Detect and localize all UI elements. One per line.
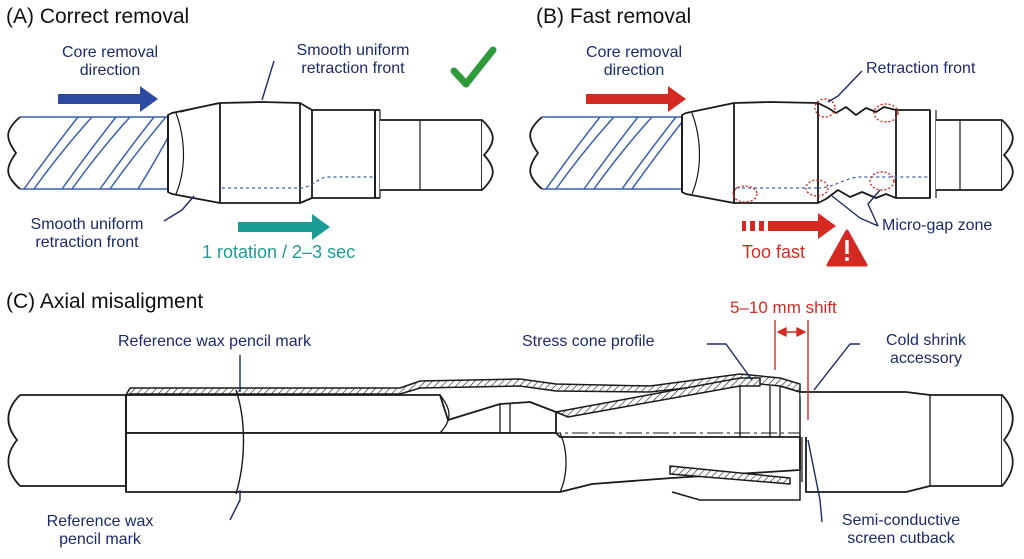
front-label-top-a: Smooth uniform retraction front bbox=[296, 42, 410, 77]
core-direction-arrow-a bbox=[58, 86, 158, 112]
cold-shrink-sleeve-c bbox=[125, 373, 801, 501]
accessory-label: Cold shrink accessory bbox=[885, 332, 967, 367]
shift-label: 5–10 mm shift bbox=[730, 298, 837, 317]
panel-a-correct-removal bbox=[7, 46, 497, 240]
too-fast-arrow bbox=[742, 213, 836, 239]
panel-c-axial-misalignment bbox=[7, 320, 1014, 523]
rotation-arrow-a bbox=[238, 214, 330, 240]
speed-label: 1 rotation / 2–3 sec bbox=[202, 242, 356, 262]
front-label-bottom-a: Smooth uniform retraction front bbox=[30, 216, 144, 251]
ref-mark-label-top: Reference wax pencil mark bbox=[118, 333, 311, 350]
cable-core-a bbox=[7, 116, 172, 190]
check-icon bbox=[450, 46, 497, 88]
panel-a-title: (A) Correct removal bbox=[6, 5, 190, 28]
micro-gap-label: Micro-gap zone bbox=[882, 217, 993, 234]
cold-shrink-body-a bbox=[167, 101, 381, 204]
core-direction-arrow-b bbox=[586, 86, 686, 112]
cable-end-b bbox=[936, 119, 1014, 191]
cable-right-c bbox=[739, 386, 1014, 493]
callouts-c bbox=[229, 343, 860, 523]
shift-dimension bbox=[774, 320, 809, 420]
cutback-label: Semi-conductive screen cutback bbox=[841, 512, 961, 547]
core-direction-label-a: Core removal direction bbox=[61, 44, 159, 79]
stress-cone-label: Stress cone profile bbox=[522, 333, 655, 350]
cold-shrink-body-b bbox=[681, 101, 937, 204]
too-fast-label: Too fast bbox=[742, 242, 806, 262]
reference-mark-line bbox=[235, 389, 245, 495]
panel-c-title: (C) Axial misaligment bbox=[6, 290, 204, 313]
warning-icon bbox=[826, 229, 868, 267]
panel-b-fast-removal bbox=[529, 70, 1014, 267]
retraction-front-label: Retraction front bbox=[866, 60, 976, 77]
ref-mark-label-bottom: Reference wax pencil mark bbox=[46, 513, 154, 548]
micro-gap-markers bbox=[732, 98, 899, 203]
core-direction-label-b: Core removal direction bbox=[585, 44, 683, 79]
callouts-a bbox=[163, 60, 275, 222]
panel-b-title: (B) Fast removal bbox=[536, 5, 692, 28]
insulation-body-c bbox=[125, 394, 801, 493]
cable-end-a bbox=[380, 119, 494, 191]
callouts-b bbox=[827, 70, 881, 227]
cable-left-c bbox=[7, 394, 127, 487]
